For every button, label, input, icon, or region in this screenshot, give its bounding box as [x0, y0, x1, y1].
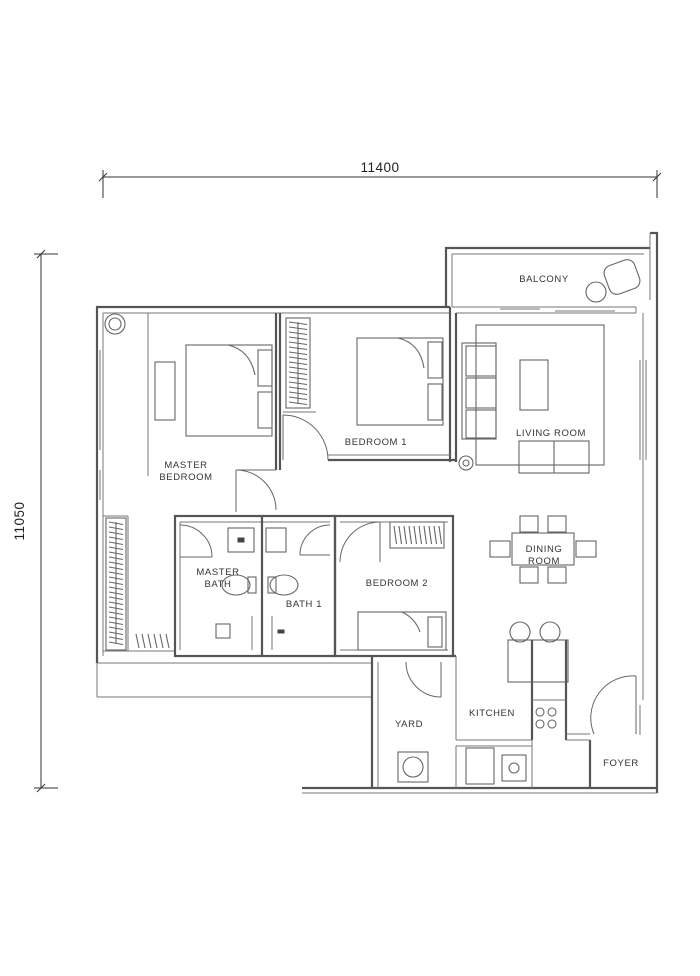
- label-kitchen: KITCHEN: [469, 708, 515, 719]
- width-dimension-label: 11400: [360, 160, 399, 175]
- kitchen-counter: [465, 621, 569, 785]
- master-bed: [154, 344, 273, 437]
- label-foyer: FOYER: [603, 758, 639, 769]
- washing-machine: [397, 751, 429, 783]
- master-wardrobe-hangers: [108, 521, 124, 646]
- label-bedroom-2: BEDROOM 2: [366, 578, 428, 589]
- label-dining-line2: ROOM: [528, 556, 560, 567]
- room-labels: BALCONY MASTER BEDROOM BEDROOM 1 LIVING …: [159, 274, 639, 769]
- master-corner-hangers: [135, 633, 170, 649]
- bedroom-2-wardrobe-hangers: [393, 525, 443, 545]
- width-dimension: 11400: [98, 160, 662, 198]
- label-living-room: LIVING ROOM: [516, 428, 586, 439]
- living-sofa: [458, 324, 605, 474]
- bedroom-2-furniture: [357, 521, 447, 651]
- label-bath-1: BATH 1: [286, 599, 322, 610]
- internal-walls: [99, 307, 647, 788]
- furniture: [104, 259, 641, 785]
- height-dimension-label: 11050: [12, 501, 27, 540]
- label-balcony: BALCONY: [519, 274, 569, 285]
- bedroom-1-bed: [356, 337, 444, 426]
- label-dining-line1: DINING: [526, 544, 563, 555]
- master-wardrobe: [105, 517, 127, 651]
- label-yard: YARD: [395, 719, 423, 730]
- balcony-chair: [585, 259, 641, 303]
- height-dimension: 11050: [12, 249, 58, 793]
- bedroom-1-wardrobe-hangers: [288, 321, 308, 406]
- bath-1-fixtures: [265, 527, 299, 650]
- outer-walls: [95, 231, 659, 794]
- dining-table: [489, 515, 597, 584]
- master-bath-fixtures: [215, 527, 257, 650]
- label-master-bath-line1: MASTER: [196, 567, 239, 578]
- doors: [179, 414, 637, 735]
- label-master-bath-line2: BATH: [204, 579, 231, 590]
- label-master-bedroom-line1: MASTER: [164, 460, 207, 471]
- label-master-bedroom-line2: BEDROOM: [159, 472, 212, 483]
- label-bedroom-1: BEDROOM 1: [345, 437, 407, 448]
